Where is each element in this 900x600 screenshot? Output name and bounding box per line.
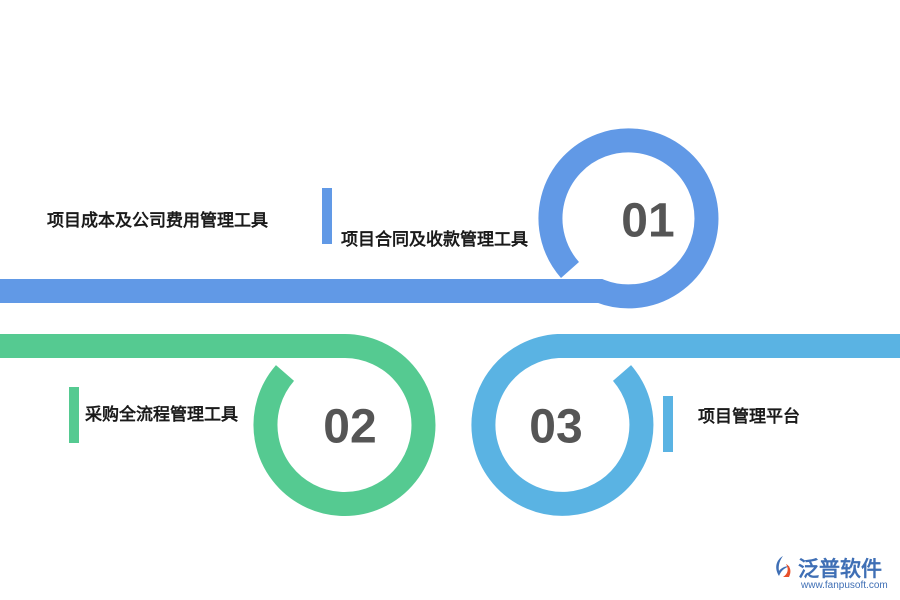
step-03-track [471,334,900,516]
step-03-number: 03 [529,401,582,454]
brand-logo-icon [776,556,791,577]
step-01-label-left: 项目成本及公司费用管理工具 [47,211,268,231]
brand-name: 泛普软件 [798,557,882,581]
step-01-label-right: 项目合同及收款管理工具 [341,230,528,250]
step-01-track [0,128,719,309]
brand-logo: 泛普软件 www.fanpusoft.com [770,552,895,597]
step-02-graphic: 02 [0,334,436,516]
step-01-accent-bar [322,188,332,244]
step-02-label: 采购全流程管理工具 [85,405,238,425]
step-03-graphic: 03 [471,334,900,516]
step-01-graphic: 01 [0,128,719,309]
step-03-accent-bar [663,396,673,452]
step-01-number: 01 [621,195,674,248]
step-02-number: 02 [323,401,376,454]
brand-url: www.fanpusoft.com [801,580,888,591]
step-02-accent-bar [69,387,79,443]
step-02-track [0,334,436,516]
step-03-label: 项目管理平台 [698,407,800,427]
